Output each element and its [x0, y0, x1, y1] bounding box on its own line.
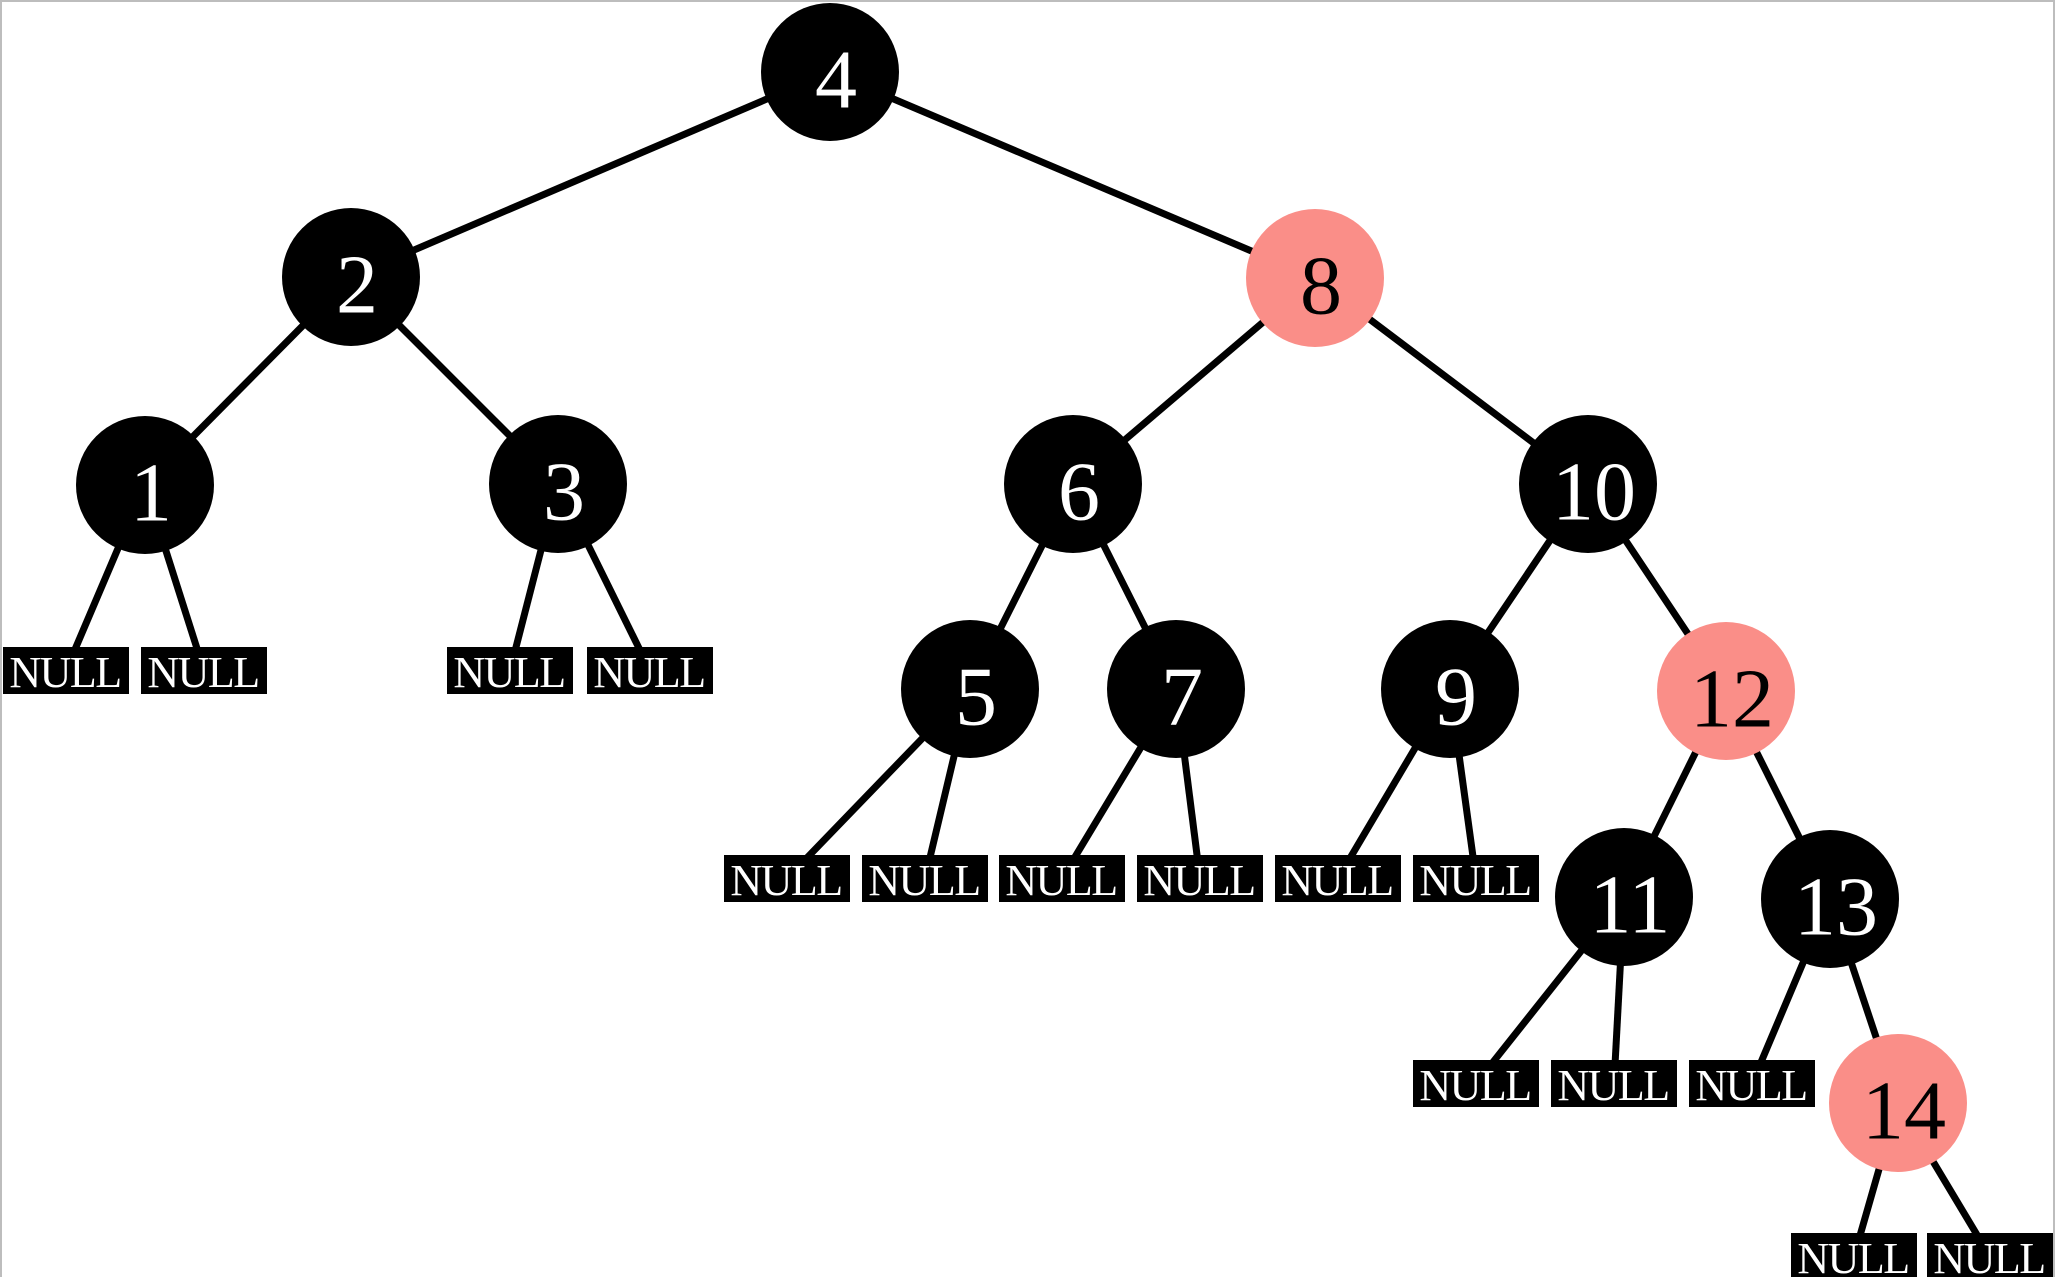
node-9-circle	[1381, 620, 1519, 758]
node-2-circle	[282, 208, 420, 346]
null-13-left-box	[1689, 1060, 1815, 1107]
node-4-circle	[761, 3, 899, 141]
null-9-right-box	[1413, 855, 1539, 902]
null-7-right-box	[1137, 855, 1263, 902]
null-7-left-box	[999, 855, 1125, 902]
null-3-right-box	[587, 647, 713, 694]
node-8-circle	[1246, 209, 1384, 347]
node-11-circle	[1555, 828, 1693, 966]
node-6-circle	[1004, 415, 1142, 553]
node-3-circle	[489, 415, 627, 553]
null-11-left-box	[1413, 1060, 1539, 1107]
node-7-circle	[1107, 620, 1245, 758]
edge-4-8	[828, 68, 1317, 282]
null-1-left-box	[3, 647, 129, 694]
node-14-circle	[1829, 1034, 1967, 1172]
null-14-left-box	[1791, 1233, 1917, 1277]
null-5-left-box	[724, 855, 850, 902]
node-10-circle	[1519, 415, 1657, 553]
edge-4-2	[349, 68, 832, 281]
null-11-right-box	[1551, 1060, 1677, 1107]
null-1-right-box	[141, 647, 267, 694]
null-3-left-box	[447, 647, 573, 694]
null-14-right-box	[1927, 1233, 2053, 1277]
null-5-right-box	[862, 855, 988, 902]
null-9-left-box	[1275, 855, 1401, 902]
node-12-circle	[1657, 622, 1795, 760]
node-5-circle	[901, 620, 1039, 758]
node-13-circle	[1761, 830, 1899, 968]
node-1-circle	[76, 416, 214, 554]
